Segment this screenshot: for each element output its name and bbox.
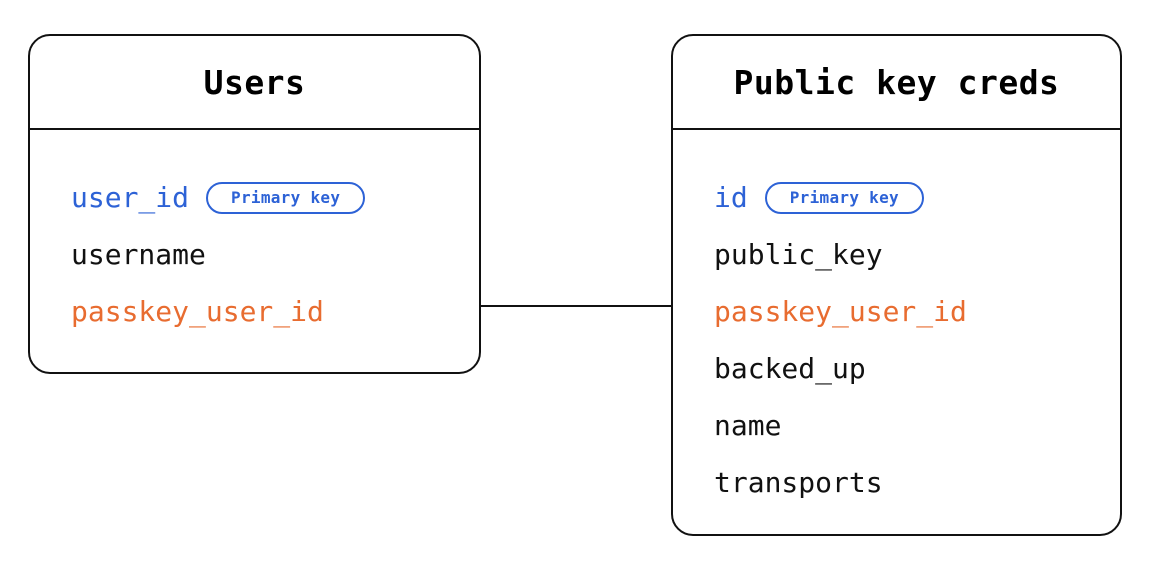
- field-name-name: name: [714, 408, 782, 442]
- primary-key-badge: Primary key: [206, 181, 366, 214]
- field-row[interactable]: username: [71, 226, 479, 283]
- field-name-id: id: [714, 180, 748, 214]
- field-row[interactable]: name: [714, 397, 1120, 454]
- field-name-public-key: public_key: [714, 237, 883, 271]
- field-name-passkey-user-id: passkey_user_id: [714, 294, 967, 328]
- primary-key-badge-label: Primary key: [789, 187, 899, 207]
- entity-title-users: Users: [203, 62, 306, 102]
- entity-field-list-public-key-creds: id Primary key public_key passkey_user_i…: [673, 130, 1120, 534]
- field-name-user-id: user_id: [71, 180, 190, 214]
- field-row[interactable]: passkey_user_id: [71, 283, 479, 340]
- field-name-username: username: [71, 237, 206, 271]
- relationship-connector-line: [480, 305, 672, 307]
- field-name-passkey-user-id: passkey_user_id: [71, 294, 324, 328]
- field-row[interactable]: id Primary key: [714, 169, 1120, 226]
- entity-header-public-key-creds: Public key creds: [673, 36, 1120, 130]
- field-row[interactable]: public_key: [714, 226, 1120, 283]
- field-row[interactable]: transports: [714, 454, 1120, 511]
- primary-key-badge-label: Primary key: [231, 187, 341, 207]
- field-row[interactable]: passkey_user_id: [714, 283, 1120, 340]
- entity-title-public-key-creds: Public key creds: [733, 62, 1060, 102]
- entity-box-users[interactable]: Users user_id Primary key username passk…: [28, 34, 481, 374]
- field-name-transports: transports: [714, 465, 883, 499]
- primary-key-badge: Primary key: [764, 181, 924, 214]
- field-row[interactable]: user_id Primary key: [71, 169, 479, 226]
- entity-field-list-users: user_id Primary key username passkey_use…: [30, 130, 479, 372]
- field-name-backed-up: backed_up: [714, 351, 866, 385]
- field-row[interactable]: backed_up: [714, 340, 1120, 397]
- entity-box-public-key-creds[interactable]: Public key creds id Primary key public_k…: [671, 34, 1122, 536]
- entity-header-users: Users: [30, 36, 479, 130]
